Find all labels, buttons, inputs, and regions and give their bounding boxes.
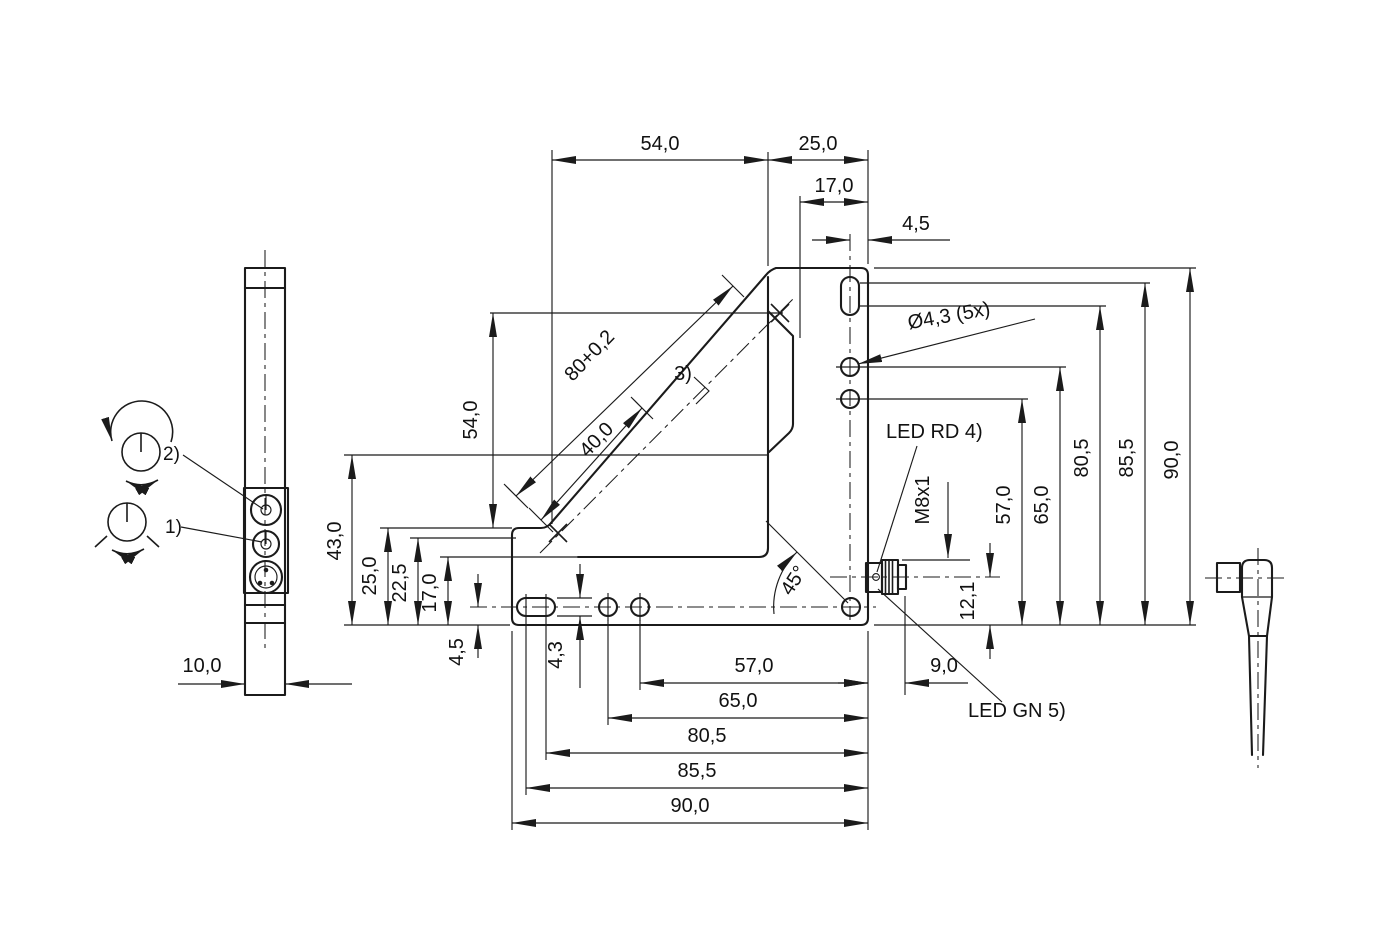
led-gn-leader xyxy=(877,588,1003,703)
dim-left-17: 17,0 xyxy=(419,574,441,613)
dim-left-43: 43,0 xyxy=(324,522,346,561)
dim-right-65: 65,0 xyxy=(1031,486,1053,525)
side-view-housing xyxy=(243,266,287,697)
slot-top xyxy=(839,275,861,317)
dim-bottom-80-5: 80,5 xyxy=(688,725,727,747)
dim-right-80-5: 80,5 xyxy=(1071,439,1093,478)
adjustment-knob-icon-2 xyxy=(101,400,174,496)
cable xyxy=(1247,634,1254,757)
adjustment-knob-icon-1 xyxy=(94,502,160,565)
knob1-leader xyxy=(180,526,263,543)
dim-left-25: 25,0 xyxy=(359,557,381,596)
cable-connector-symbol xyxy=(1205,548,1288,768)
dim-top-17: 17,0 xyxy=(815,175,854,197)
dim-right-90: 90,0 xyxy=(1161,441,1183,480)
dim-side-width: 10,0 xyxy=(183,655,222,677)
dim-right-57: 57,0 xyxy=(993,486,1015,525)
dim-top-54: 54,0 xyxy=(641,133,680,155)
surface-ref-mark xyxy=(693,376,710,405)
dim-connector-height-12-1: 12,1 xyxy=(957,582,979,621)
right-dimensions: 57,0 65,0 80,5 85,5 90,0 12,1 9,0 M8x1 4… xyxy=(773,268,1194,687)
angle-reference-line xyxy=(765,520,849,604)
left-dimensions: 54,0 43,0 25,0 22,5 17,0 4,5 4,3 xyxy=(324,313,584,688)
dimension-ticks xyxy=(503,274,745,533)
dim-left-4-5: 4,5 xyxy=(446,638,468,666)
dim-thread-m8x1: M8x1 xyxy=(912,476,934,525)
potentiometer-2 xyxy=(249,493,283,527)
dim-top-25: 25,0 xyxy=(799,133,838,155)
label-holes-dia: Ø4,3 (5x) xyxy=(906,298,992,334)
angle-arc xyxy=(773,551,798,615)
holes-leader xyxy=(857,318,1036,365)
top-dimensions: 54,0 25,0 17,0 4,5 xyxy=(552,133,950,244)
dim-right-85-5: 85,5 xyxy=(1116,439,1138,478)
inner-edge-vertical xyxy=(766,309,795,454)
knob-ref-2: 2) xyxy=(163,444,180,465)
connector-body xyxy=(1240,558,1274,638)
main-body-outline xyxy=(510,266,870,627)
led-rd-leader xyxy=(876,445,918,573)
dim-beam-height-54: 54,0 xyxy=(460,401,482,440)
dim-connector-length-9: 9,0 xyxy=(930,655,958,677)
bottom-dimensions: 57,0 65,0 80,5 85,5 90,0 xyxy=(512,655,868,827)
optical-axis xyxy=(539,296,796,554)
knob2-leader xyxy=(182,454,264,510)
label-led-rd: LED RD 4) xyxy=(886,421,983,443)
m8-connector-face xyxy=(248,559,284,595)
extension-lines xyxy=(344,150,1196,830)
dim-mirror-80: 80+0,2 xyxy=(560,326,619,386)
dim-bottom-90: 90,0 xyxy=(671,795,710,817)
dim-side-width-group: 10,0 xyxy=(178,655,352,688)
knob-ref-1: 1) xyxy=(165,517,182,538)
callout-labels: Ø4,3 (5x) LED RD 4) LED GN 5) xyxy=(857,298,1066,722)
dim-left-4-3: 4,3 xyxy=(545,641,567,669)
dim-angle-45: 45° xyxy=(777,562,812,599)
potentiometer-1 xyxy=(251,529,281,559)
knob-icons: 2) 1) xyxy=(94,400,264,565)
dim-left-22-5: 22,5 xyxy=(389,564,411,603)
dim-top-4-5: 4,5 xyxy=(902,213,930,235)
main-view xyxy=(470,234,1000,627)
side-view: 10,0 xyxy=(178,250,352,697)
dim-bottom-65: 65,0 xyxy=(719,690,758,712)
label-led-gn: LED GN 5) xyxy=(968,700,1066,722)
surface-ref-3: 3) xyxy=(674,363,692,385)
dim-bottom-57: 57,0 xyxy=(735,655,774,677)
inner-edge-bottom xyxy=(576,275,770,559)
dim-bottom-85-5: 85,5 xyxy=(678,760,717,782)
